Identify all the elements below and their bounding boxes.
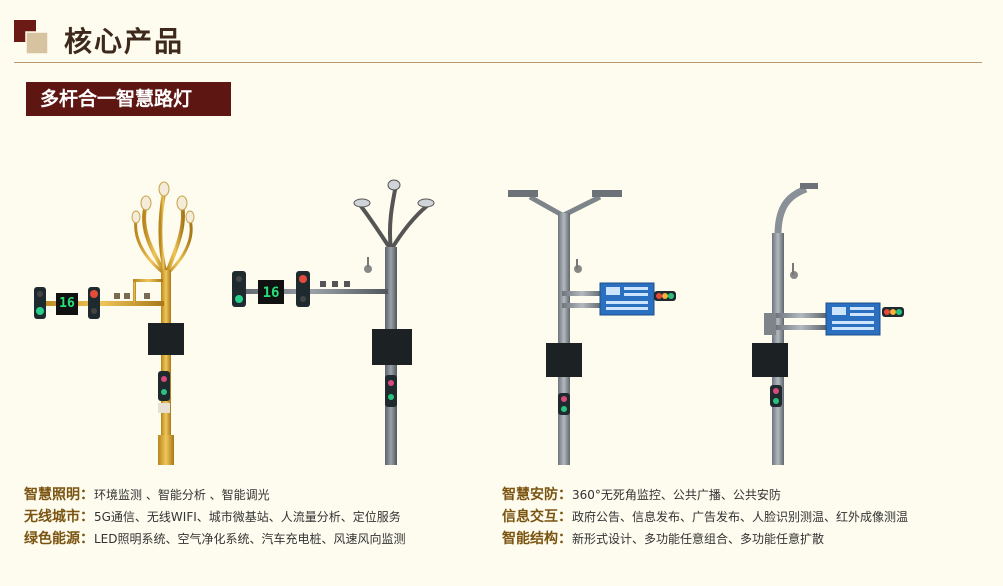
feature-label: 绿色能源： xyxy=(24,531,94,547)
feature-text: 新形式设计、多功能任意组合、多功能任意扩散 xyxy=(572,532,825,546)
feature-row: 智慧照明：环境监测 、智能分析 、智能调光 xyxy=(24,483,406,505)
double-arm-pole-image xyxy=(508,190,676,465)
feature-label: 智慧安防： xyxy=(502,487,572,503)
dark-modern-pole-image xyxy=(232,179,435,465)
feature-row: 绿色能源：LED照明系统、空气净化系统、汽车充电桩、风速风向监测 xyxy=(24,527,406,549)
feature-text: 政府公告、信息发布、广告发布、人脸识别测温、红外成像测温 xyxy=(572,510,909,524)
single-arm-pole-image xyxy=(752,183,904,465)
countdown-display: 16 xyxy=(59,296,75,311)
feature-text: 5G通信、无线WIFI、城市微基站、人流量分析、定位服务 xyxy=(94,510,401,524)
feature-list-left: 智慧照明：环境监测 、智能分析 、智能调光 无线城市：5G通信、无线WIFI、城… xyxy=(24,483,406,549)
title-divider xyxy=(14,62,982,63)
feature-text: LED照明系统、空气净化系统、汽车充电桩、风速风向监测 xyxy=(94,532,406,546)
feature-text: 环境监测 、智能分析 、智能调光 xyxy=(94,488,270,502)
section-tag: 多杆合一智慧路灯 xyxy=(26,82,231,116)
logo-mark-icon xyxy=(14,20,48,54)
feature-label: 信息交互： xyxy=(502,509,572,525)
page-title: 核心产品 xyxy=(64,25,185,58)
golden-ornamental-pole-image xyxy=(34,181,195,465)
feature-label: 无线城市： xyxy=(24,509,94,525)
feature-text: 360°无死角监控、公共广播、公共安防 xyxy=(572,488,781,502)
feature-row: 智能结构：新形式设计、多功能任意组合、多功能任意扩散 xyxy=(502,527,908,549)
feature-row: 信息交互：政府公告、信息发布、广告发布、人脸识别测温、红外成像测温 xyxy=(502,505,908,527)
feature-label: 智能结构： xyxy=(502,531,572,547)
feature-row: 无线城市：5G通信、无线WIFI、城市微基站、人流量分析、定位服务 xyxy=(24,505,406,527)
countdown-display-2: 16 xyxy=(262,285,280,301)
feature-list-right: 智慧安防：360°无死角监控、公共广播、公共安防 信息交互：政府公告、信息发布、… xyxy=(502,483,908,549)
feature-label: 智慧照明： xyxy=(24,487,94,503)
feature-row: 智慧安防：360°无死角监控、公共广播、公共安防 xyxy=(502,483,908,505)
